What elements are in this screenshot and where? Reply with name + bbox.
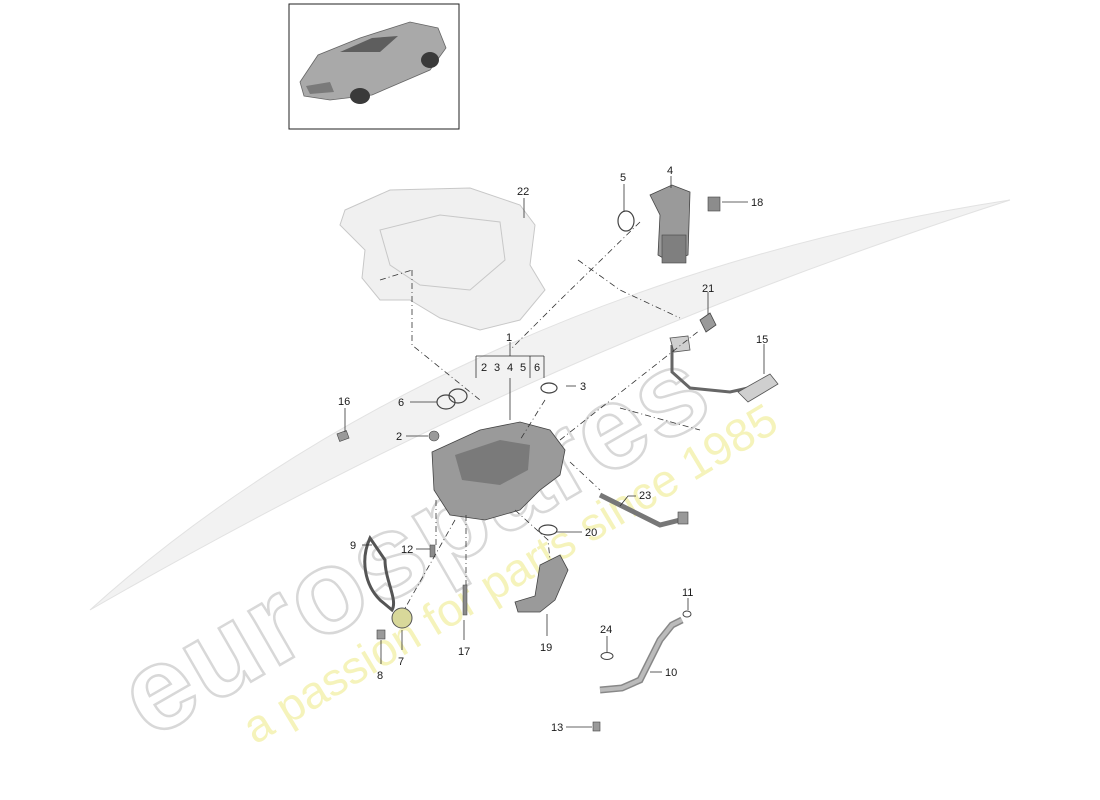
part-3-o-ring xyxy=(540,382,558,394)
part-24-o-ring xyxy=(600,652,614,660)
callout-4: 4 xyxy=(667,165,673,177)
callout-11: 11 xyxy=(682,587,693,599)
callout-15: 15 xyxy=(756,334,768,346)
part-16-bolt xyxy=(336,430,350,442)
callout-9: 9 xyxy=(350,540,356,552)
group-child-5: 5 xyxy=(520,362,526,374)
group-bracket: 1 2 3 4 5 6 xyxy=(475,332,545,420)
part-19-oil-pickup xyxy=(514,554,569,613)
callout-19: 19 xyxy=(540,642,552,654)
part-17-long-bolt xyxy=(462,584,468,616)
leader-lines xyxy=(344,176,765,728)
callout-16: 16 xyxy=(338,396,350,408)
callout-21: 21 xyxy=(702,283,714,295)
part-9-chain xyxy=(363,534,395,613)
part-7-sprocket xyxy=(391,607,413,629)
part-13-bolt xyxy=(592,721,601,732)
assembly-lines xyxy=(379,221,701,611)
watermark-swoosh xyxy=(89,199,1011,611)
callouts: 22 5 4 18 21 15 3 6 16 2 9 12 20 23 17 7… xyxy=(338,165,768,734)
callout-22: 22 xyxy=(517,186,529,198)
car-thumbnail xyxy=(288,3,460,130)
part-8-bolt xyxy=(376,629,386,640)
callout-13: 13 xyxy=(551,722,563,734)
callout-3: 3 xyxy=(580,381,586,393)
callout-7: 7 xyxy=(398,656,404,668)
group-child-3: 3 xyxy=(494,362,500,374)
part-22-oil-pan xyxy=(339,187,546,331)
part-11-o-ring xyxy=(682,610,692,618)
callout-23: 23 xyxy=(639,490,651,502)
part-20-seal-ring xyxy=(538,524,558,536)
part-4-filter-housing xyxy=(649,184,691,264)
part-21-bracket xyxy=(699,312,717,333)
callout-2: 2 xyxy=(396,431,402,443)
callout-24: 24 xyxy=(600,624,612,636)
callout-5: 5 xyxy=(620,172,626,184)
group-child-4: 4 xyxy=(507,362,513,374)
part-1-oil-pump-assembly xyxy=(431,421,566,521)
callout-10: 10 xyxy=(665,667,677,679)
callout-12: 12 xyxy=(401,544,413,556)
part-10-pipe xyxy=(599,616,684,694)
callout-6: 6 xyxy=(398,397,404,409)
group-child-6: 6 xyxy=(534,362,540,374)
callout-8: 8 xyxy=(377,670,383,682)
callout-17: 17 xyxy=(458,646,470,658)
car-thumbnail-icon xyxy=(299,21,447,104)
part-15-pipe-line xyxy=(669,335,779,403)
part-5-seal-ring xyxy=(617,210,635,232)
part-12-bolt xyxy=(429,544,436,558)
part-23-pipe xyxy=(598,492,689,528)
callout-20: 20 xyxy=(585,527,597,539)
part-18-clip xyxy=(707,196,721,212)
group-child-2: 2 xyxy=(481,362,487,374)
callout-18: 18 xyxy=(751,197,763,209)
part-2-plug xyxy=(428,430,440,442)
group-parent-label: 1 xyxy=(506,332,512,344)
